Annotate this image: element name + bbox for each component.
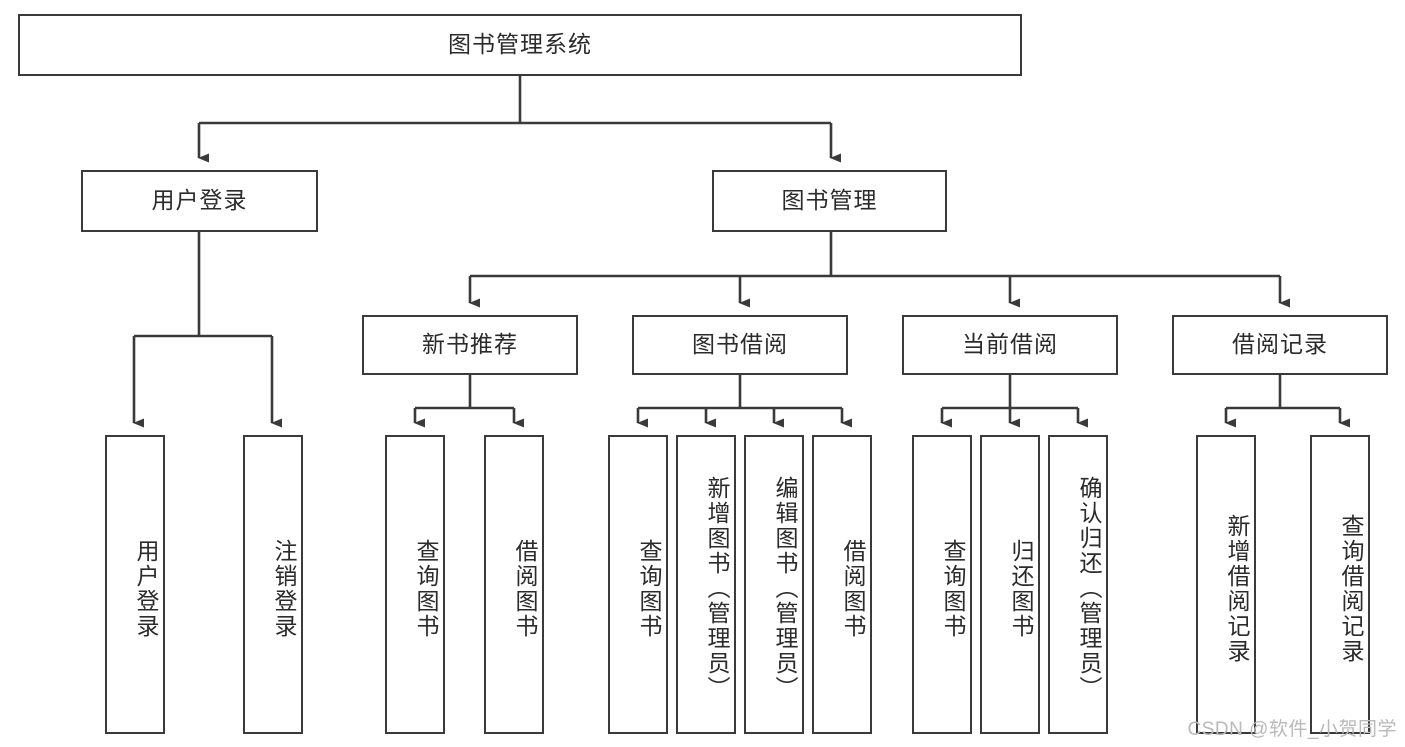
node-user-login-label: 用户登录	[151, 187, 248, 214]
leaf-query-book-recommend-label: 查询图书	[413, 538, 439, 639]
leaf-logout[interactable]: 注销登录	[243, 435, 303, 734]
leaf-query-book-recommend[interactable]: 查询图书	[385, 435, 445, 734]
node-borrow-record-label: 借阅记录	[1232, 331, 1328, 358]
leaf-query-borrow-record-label: 查询借阅记录	[1338, 513, 1364, 664]
leaf-edit-book-admin[interactable]: 编辑图书（管理员）	[744, 435, 804, 734]
leaf-logout-label: 注销登录	[271, 538, 297, 639]
node-book-management-label: 图书管理	[781, 187, 878, 214]
leaf-return-book[interactable]: 归还图书	[980, 435, 1040, 734]
node-root[interactable]: 图书管理系统	[18, 14, 1022, 76]
node-current-borrow-label: 当前借阅	[962, 331, 1058, 358]
leaf-borrow-book-recommend-label: 借阅图书	[512, 538, 538, 639]
leaf-add-borrow-record[interactable]: 新增借阅记录	[1196, 435, 1256, 734]
leaf-return-book-label: 归还图书	[1008, 538, 1034, 639]
leaf-borrow-book[interactable]: 借阅图书	[812, 435, 872, 734]
leaf-borrow-book-label: 借阅图书	[840, 538, 866, 639]
node-new-book-recommend[interactable]: 新书推荐	[362, 315, 578, 375]
leaf-query-book-borrow[interactable]: 查询图书	[608, 435, 668, 734]
node-book-borrow-label: 图书借阅	[692, 331, 788, 358]
watermark-text: CSDN @软件_小贺同学	[1187, 719, 1397, 740]
leaf-user-login-label: 用户登录	[133, 538, 159, 639]
leaf-query-book-current[interactable]: 查询图书	[912, 435, 972, 734]
leaf-query-book-current-label: 查询图书	[940, 538, 966, 639]
node-borrow-record[interactable]: 借阅记录	[1172, 315, 1388, 375]
leaf-add-borrow-record-label: 新增借阅记录	[1224, 513, 1250, 664]
node-user-login[interactable]: 用户登录	[81, 170, 318, 232]
node-current-borrow[interactable]: 当前借阅	[902, 315, 1118, 375]
leaf-borrow-book-recommend[interactable]: 借阅图书	[484, 435, 544, 734]
leaf-edit-book-admin-label: 编辑图书（管理员）	[772, 476, 798, 701]
leaf-query-borrow-record[interactable]: 查询借阅记录	[1310, 435, 1370, 734]
leaf-add-book-admin-label: 新增图书（管理员）	[704, 476, 730, 701]
node-new-book-recommend-label: 新书推荐	[422, 331, 518, 358]
leaf-confirm-return-admin-label: 确认归还（管理员）	[1076, 476, 1102, 701]
node-root-label: 图书管理系统	[448, 31, 592, 58]
leaf-confirm-return-admin[interactable]: 确认归还（管理员）	[1048, 435, 1108, 734]
leaf-user-login[interactable]: 用户登录	[105, 435, 165, 734]
node-book-management[interactable]: 图书管理	[712, 170, 947, 232]
node-book-borrow[interactable]: 图书借阅	[632, 315, 848, 375]
leaf-query-book-borrow-label: 查询图书	[636, 538, 662, 639]
leaf-add-book-admin[interactable]: 新增图书（管理员）	[676, 435, 736, 734]
